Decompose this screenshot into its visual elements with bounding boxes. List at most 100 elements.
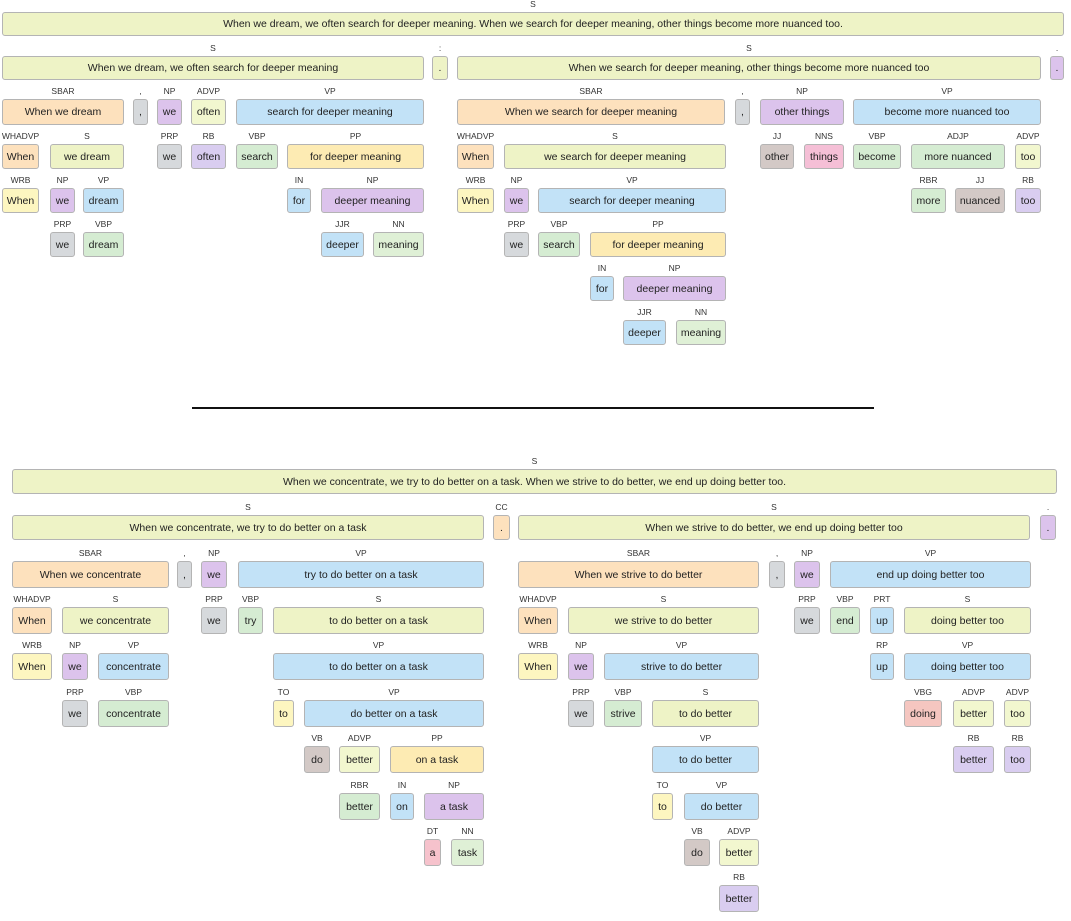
node-text-box: end up doing better too: [830, 561, 1031, 588]
node-text-box: on a task: [390, 746, 484, 773]
node-text-box: for deeper meaning: [590, 232, 726, 257]
node-text-box: on: [390, 793, 414, 820]
node-text-box: deeper: [623, 320, 666, 345]
node-tag-label: WHADVP: [13, 594, 51, 604]
node-text-box: try: [238, 607, 263, 634]
node-text-box: better: [719, 885, 759, 912]
node-tag-label: S: [245, 502, 251, 512]
node-tag-label: JJR: [335, 219, 350, 229]
node-text-box: ,: [735, 99, 750, 125]
node-tag-label: RP: [876, 640, 888, 650]
node-tag-label: NN: [392, 219, 405, 229]
node-text-box: When: [457, 188, 494, 213]
node-text-box: things: [804, 144, 844, 169]
tree-node-in: IN on: [390, 780, 414, 820]
node-tag-label: VP: [675, 640, 688, 650]
node-tag-label: S: [530, 0, 536, 9]
node-tag-label: RB: [1022, 175, 1034, 185]
node-tag-label: ,: [775, 548, 779, 558]
node-tag-label: S: [531, 456, 538, 466]
node-tag-label: VP: [941, 86, 953, 96]
node-text-box: we dream: [50, 144, 124, 169]
node-text-box: search: [538, 232, 580, 257]
node-tag-label: PRP: [53, 219, 72, 229]
tree-node-vp: VP search for deeper meaning: [538, 175, 726, 213]
node-tag-label: SBAR: [51, 86, 75, 96]
node-text-box: doing: [904, 700, 942, 727]
node-text-box: we: [157, 144, 182, 169]
node-tag-label: NNS: [815, 131, 833, 141]
node-tag-label: NP: [668, 263, 681, 273]
node-text-box: concentrate: [98, 700, 169, 727]
node-text-box: better: [339, 746, 380, 773]
node-tag-label: PRP: [507, 219, 526, 229]
node-text-box: ,: [133, 99, 148, 125]
tree-separator-line: [192, 407, 874, 409]
node-tag-label: SBAR: [626, 548, 651, 558]
node-tag-label: RBR: [919, 175, 938, 185]
node-tag-label: S: [612, 131, 618, 141]
node-text-box: for deeper meaning: [287, 144, 424, 169]
node-tag-label: NN: [461, 826, 474, 836]
node-text-box: up: [870, 653, 894, 680]
node-text-box: When we search for deeper meaning, other…: [457, 56, 1041, 80]
tree-node-whadvp: WHADVP When: [518, 594, 558, 634]
node-tag-label: WHADVP: [519, 594, 557, 604]
node-tag-label: S: [660, 594, 667, 604]
node-text-box: to: [273, 700, 294, 727]
node-tag-label: NP: [69, 640, 81, 650]
node-text-box: do: [304, 746, 330, 773]
node-text-box: often: [191, 99, 226, 125]
node-text-box: strive: [604, 700, 642, 727]
node-text-box: search for deeper meaning: [538, 188, 726, 213]
node-tag-label: S: [964, 594, 971, 604]
node-tag-label: S: [702, 687, 709, 697]
node-tag-label: S: [771, 502, 777, 512]
node-tag-label: NP: [56, 175, 69, 185]
node-tag-label: WRB: [528, 640, 548, 650]
node-text-box: ,: [177, 561, 192, 588]
node-text-box: we: [794, 607, 820, 634]
node-tag-label: RB: [733, 872, 745, 882]
node-tag-label: PRT: [873, 594, 891, 604]
node-text-box: become: [853, 144, 901, 169]
node-tag-label: VP: [699, 733, 712, 743]
node-tag-label: JJ: [975, 175, 985, 185]
node-tag-label: WRB: [10, 175, 31, 185]
node-tag-label: .: [1046, 502, 1050, 512]
node-text-box: When: [518, 607, 558, 634]
node-text-box: to: [652, 793, 673, 820]
tree-node-punct: ,,: [769, 548, 785, 588]
node-tag-label: PRP: [66, 687, 84, 697]
node-text-box: we strive to do better: [568, 607, 759, 634]
node-tag-label: WHADVP: [1, 131, 40, 141]
node-text-box: .: [1050, 56, 1064, 80]
node-text-box: we: [62, 700, 88, 727]
tree-node-prp: PRP we: [62, 687, 88, 727]
node-tag-label: IN: [397, 780, 407, 790]
node-tag-label: VP: [626, 175, 638, 185]
node-text-box: When: [518, 653, 558, 680]
node-text-box: When we dream, we often search for deepe…: [2, 56, 424, 80]
node-tag-label: NP: [510, 175, 523, 185]
tree-node-cc: CC.: [493, 502, 510, 540]
